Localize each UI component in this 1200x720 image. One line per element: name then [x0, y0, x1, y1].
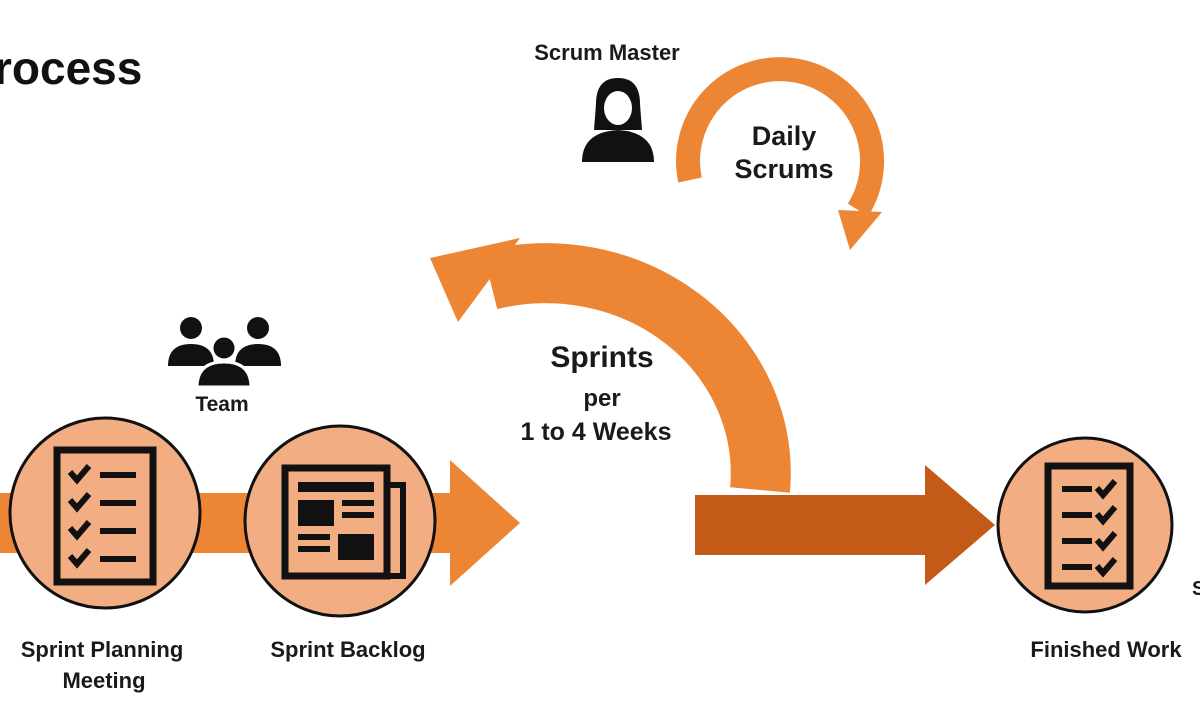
daily-scrum-loop-arrow [676, 57, 884, 250]
sprint-loop-arrow [430, 238, 791, 493]
team-icon [168, 317, 281, 389]
sprint-planning-label-line1: Sprint Planning [21, 637, 184, 662]
document-icon [281, 464, 406, 580]
sprints-label: Sprints [550, 341, 653, 374]
finished-checklist-icon [1044, 462, 1134, 590]
sprint-backlog-node [243, 424, 437, 618]
page-title: rocess [0, 42, 142, 94]
edge-fragment-label: S [1192, 578, 1200, 600]
finished-work-node [996, 436, 1174, 614]
sprint-backlog-label: Sprint Backlog [270, 637, 425, 662]
team-label: Team [195, 393, 248, 416]
sprint-output-arrow [695, 465, 995, 585]
sprints-per-label: per [583, 385, 620, 412]
checklist-icon [53, 446, 157, 586]
sprints-duration-label: 1 to 4 Weeks [520, 418, 671, 446]
daily-scrums-label-line1: Daily [752, 121, 817, 151]
sprint-planning-node [8, 416, 202, 610]
scrum-master-label: Scrum Master [534, 40, 680, 65]
finished-work-label: Finished Work [1030, 637, 1182, 662]
person-icon [582, 78, 654, 162]
sprint-planning-label-line2: Meeting [62, 668, 145, 693]
daily-scrums-label-line2: Scrums [734, 154, 833, 184]
